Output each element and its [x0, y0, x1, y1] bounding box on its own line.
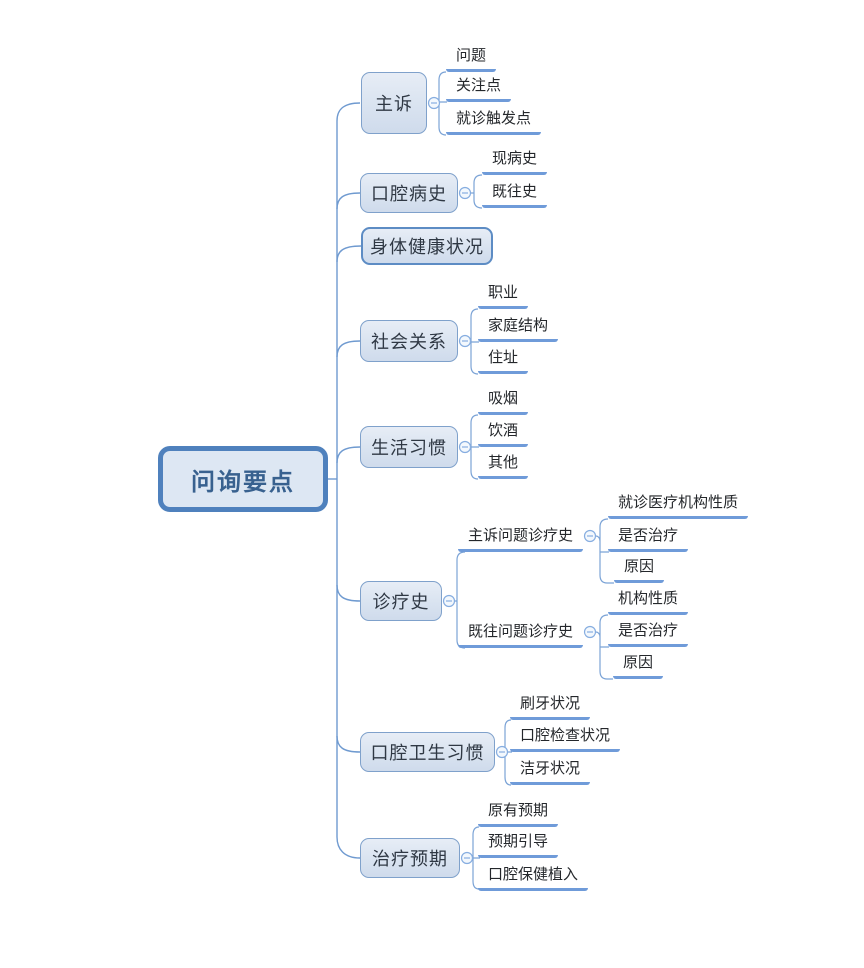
collapse-icon[interactable]: [442, 594, 456, 608]
collapse-icon[interactable]: [458, 334, 472, 348]
subtopic[interactable]: 预期引导: [478, 832, 559, 858]
collapse-icon[interactable]: [495, 745, 509, 759]
subtopic[interactable]: 口腔检查状况: [510, 726, 621, 752]
collapse-icon[interactable]: [460, 851, 474, 865]
subtopic[interactable]: 口腔保健植入: [478, 865, 589, 891]
subtopic[interactable]: 原因: [613, 653, 664, 679]
subtopic[interactable]: 吸烟: [478, 389, 529, 415]
subtopic[interactable]: 饮酒: [478, 421, 529, 447]
branch-physical-health[interactable]: 身体健康状况: [361, 227, 493, 265]
subtopic[interactable]: 问题: [446, 46, 497, 72]
collapse-icon[interactable]: [458, 440, 472, 454]
subtopic[interactable]: 关注点: [446, 76, 512, 102]
subtopic[interactable]: 住址: [478, 348, 529, 374]
subtopic[interactable]: 其他: [478, 453, 529, 479]
collapse-icon[interactable]: [583, 625, 597, 639]
collapse-icon[interactable]: [458, 186, 472, 200]
subtopic[interactable]: 就诊医疗机构性质: [608, 493, 749, 519]
subtopic[interactable]: 家庭结构: [478, 316, 559, 342]
collapse-icon[interactable]: [583, 529, 597, 543]
collapse-icon[interactable]: [427, 96, 441, 110]
subtopic[interactable]: 原因: [614, 557, 665, 583]
subtopic[interactable]: 就诊触发点: [446, 109, 542, 135]
branch-living-habits[interactable]: 生活习惯: [360, 426, 458, 468]
subtopic[interactable]: 是否治疗: [608, 526, 689, 552]
subtopic[interactable]: 现病史: [482, 149, 548, 175]
spine-lines: [327, 102, 362, 859]
branch-oral-hygiene-habits[interactable]: 口腔卫生习惯: [360, 732, 495, 772]
subtopic-chief-complaint-history[interactable]: 主诉问题诊疗史: [458, 526, 584, 552]
branch-treatment-expectation[interactable]: 治疗预期: [360, 838, 460, 878]
subtopic[interactable]: 机构性质: [608, 589, 689, 615]
collapse-icons: [427, 96, 597, 865]
subtopic[interactable]: 刷牙状况: [510, 694, 591, 720]
subtopic[interactable]: 既往史: [482, 182, 548, 208]
subtopic[interactable]: 是否治疗: [608, 621, 689, 647]
branch-treatment-history[interactable]: 诊疗史: [360, 581, 442, 621]
branch-chief-complaint[interactable]: 主诉: [361, 72, 427, 134]
branch-oral-history[interactable]: 口腔病史: [360, 173, 458, 213]
subtopic[interactable]: 原有预期: [478, 801, 559, 827]
root-topic[interactable]: 问询要点: [158, 446, 328, 512]
branch-social-relations[interactable]: 社会关系: [360, 320, 458, 362]
subtopic[interactable]: 洁牙状况: [510, 759, 591, 785]
subtopic[interactable]: 职业: [478, 283, 529, 309]
subtopic-past-problem-history[interactable]: 既往问题诊疗史: [458, 622, 584, 648]
